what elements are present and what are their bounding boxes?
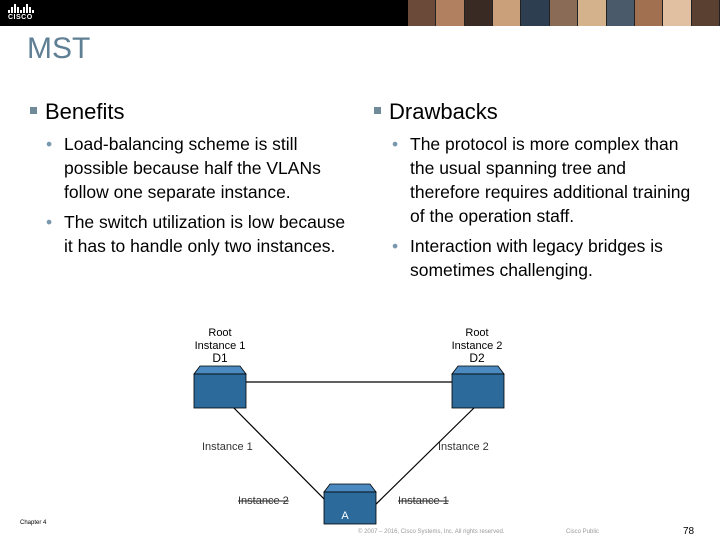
- switch-a-icon: [323, 483, 377, 525]
- top-banner: CISCO: [0, 0, 720, 26]
- switch-d2-icon: [451, 365, 505, 409]
- banner-photo: [578, 0, 607, 26]
- banner-photo: [436, 0, 465, 26]
- square-bullet-icon: [374, 106, 381, 114]
- d1-label-line2: Instance 1: [195, 340, 246, 352]
- list-item: • The protocol is more complex than the u…: [392, 132, 692, 228]
- banner-photo: [464, 0, 494, 26]
- banner-photo: [493, 0, 522, 26]
- right-link-label: Instance 2: [438, 441, 489, 453]
- benefits-list: • Load-balancing scheme is still possible…: [46, 132, 346, 264]
- left-link-label: Instance 1: [202, 441, 253, 453]
- bottom-left-link-label: Instance 2: [238, 495, 289, 507]
- list-item: • The switch utilization is low because i…: [46, 210, 346, 258]
- page-number: 78: [683, 526, 695, 537]
- classification-text: Cisco Public: [566, 529, 600, 535]
- bullet-dot-icon: •: [46, 212, 53, 232]
- d1-label-line3: D1: [212, 351, 228, 365]
- d2-a-link: [369, 403, 479, 511]
- benefits-heading-text: Benefits: [45, 99, 125, 124]
- banner-photo: [634, 0, 664, 26]
- bullet-dot-icon: •: [392, 134, 399, 154]
- banner-photo: [691, 0, 720, 26]
- switch-a-label: A: [341, 510, 349, 522]
- drawbacks-heading: Drawbacks: [374, 99, 498, 125]
- bottom-right-link-label: Instance 1: [398, 495, 449, 507]
- list-item: • Interaction with legacy bridges is some…: [392, 234, 692, 282]
- d1-a-link: [229, 403, 336, 511]
- banner-photo: [408, 0, 437, 26]
- drawbacks-heading-text: Drawbacks: [389, 99, 498, 124]
- bullet-dot-icon: •: [392, 236, 399, 256]
- benefits-heading: Benefits: [30, 99, 125, 125]
- logo-text: CISCO: [8, 14, 33, 21]
- list-item-text: The protocol is more complex than the us…: [410, 134, 691, 226]
- d2-label-line1: Root: [465, 327, 488, 339]
- banner-photo: [549, 0, 579, 26]
- cisco-logo: CISCO: [8, 3, 42, 23]
- d1-label-line1: Root: [208, 327, 231, 339]
- list-item: • Load-balancing scheme is still possible…: [46, 132, 346, 204]
- list-item-text: The switch utilization is low because it…: [64, 212, 346, 256]
- d2-label-line2: Instance 2: [452, 340, 503, 352]
- switch-d1-icon: [193, 365, 247, 409]
- banner-photo: [521, 0, 550, 26]
- bullet-dot-icon: •: [46, 134, 53, 154]
- logo-bars-icon: [8, 3, 42, 13]
- list-item-text: Interaction with legacy bridges is somet…: [410, 236, 663, 280]
- banner-photo-strip: [408, 0, 720, 26]
- copyright-text: © 2007 – 2016, Cisco Systems, Inc. All r…: [358, 529, 505, 535]
- banner-photo: [606, 0, 635, 26]
- d2-label-line3: D2: [469, 351, 485, 365]
- drawbacks-list: • The protocol is more complex than the u…: [392, 132, 692, 288]
- mst-topology-diagram: Root Instance 1 D1 Root Instance 2 D2 In…: [193, 327, 505, 525]
- banner-photo: [663, 0, 692, 26]
- chapter-label: Chapter 4: [20, 520, 47, 526]
- slide-title: MST: [27, 32, 91, 65]
- list-item-text: Load-balancing scheme is still possible …: [64, 134, 321, 202]
- square-bullet-icon: [30, 106, 37, 114]
